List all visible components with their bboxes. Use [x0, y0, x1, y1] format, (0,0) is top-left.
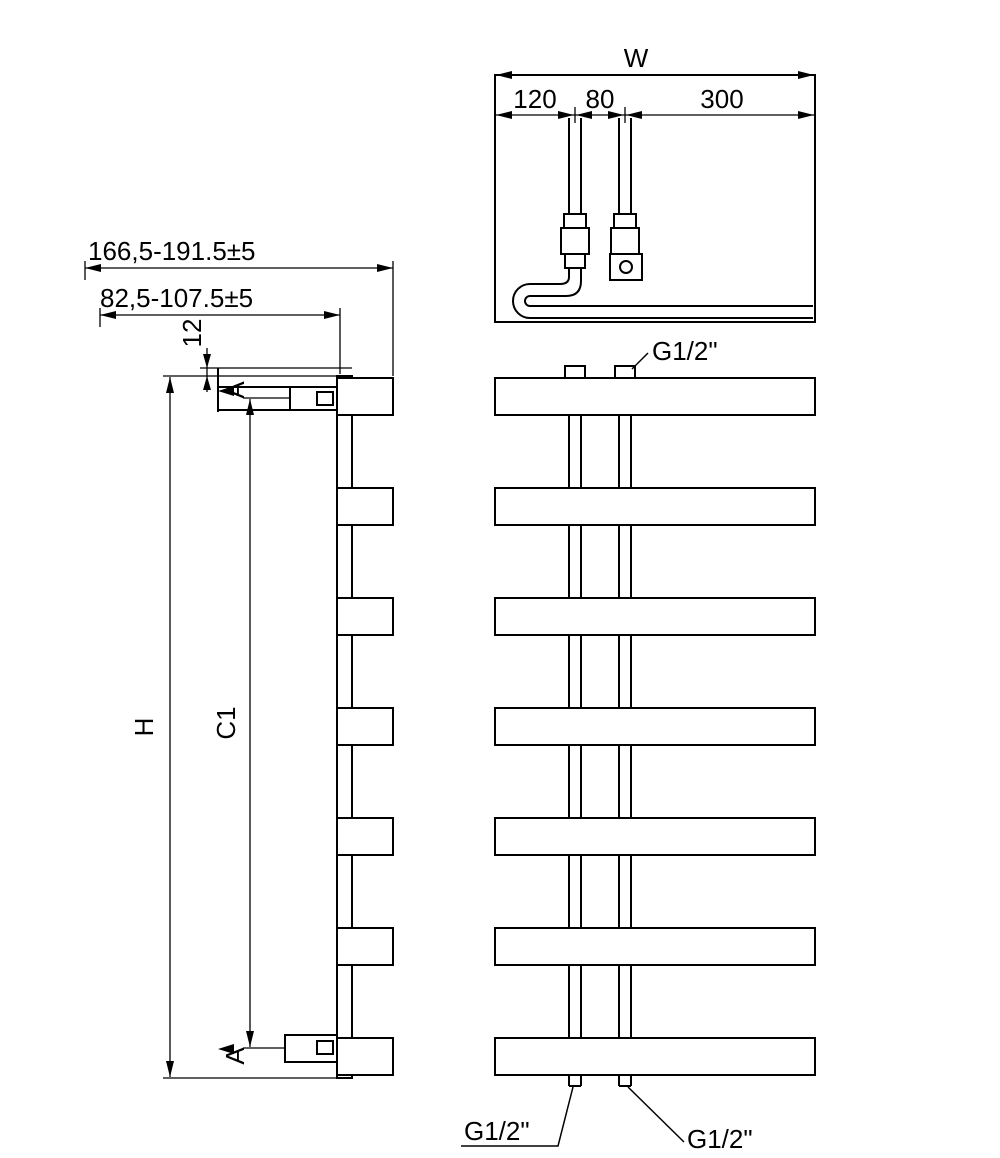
leader-line: [631, 352, 649, 370]
section-arrow: [218, 1044, 234, 1054]
connection-top-label: G1/2": [652, 336, 718, 366]
overall-width-label: W: [624, 43, 649, 73]
dimension-arrow: [166, 377, 174, 393]
pipe-nut: [563, 213, 587, 229]
width-segment-label: 300: [700, 84, 743, 114]
side-view: 166,5-191.5±5 82,5-107.5±5 12 H C1: [84, 236, 394, 1079]
dimension-arrow: [798, 111, 814, 119]
towel-bar-front: [494, 487, 816, 526]
towel-bar-front: [494, 817, 816, 856]
top-bracket-fixing: [316, 391, 334, 406]
towel-bar-side: [336, 597, 394, 636]
section-a-top-label: A: [220, 381, 250, 399]
leader-line: [461, 1086, 574, 1147]
dimension-arrow: [246, 399, 254, 415]
dimension-arrow: [166, 1061, 174, 1077]
connection-stub: [614, 365, 636, 379]
pipe-nut: [613, 213, 637, 229]
dimension-arrow: [496, 111, 512, 119]
flex-hose-inner: [524, 268, 813, 307]
connection-bottom-right-label: G1/2": [687, 1124, 753, 1154]
towel-bar-front: [494, 597, 816, 636]
dimension-arrow: [377, 264, 393, 272]
front-view: W 120 80 300: [461, 43, 816, 1154]
towel-bar-side: [336, 707, 394, 746]
dimension-arrow: [798, 71, 814, 79]
connection-stub: [564, 365, 586, 379]
dimension-arrow: [558, 111, 574, 119]
towel-bar-side: [336, 927, 394, 966]
towel-bar-side: [336, 487, 394, 526]
height-dimension-label: H: [129, 718, 159, 737]
towel-bar-side: [336, 377, 394, 416]
valve-body: [610, 227, 640, 255]
leader-line: [627, 1086, 685, 1143]
width-segment-label: 120: [513, 84, 556, 114]
towel-bar-front: [494, 1037, 816, 1076]
bottom-bracket-fixing: [316, 1040, 334, 1055]
dimension-arrow: [85, 264, 101, 272]
section-a-bottom-label: A: [220, 1047, 250, 1065]
valve-body: [560, 227, 590, 255]
dimension-arrow: [576, 111, 592, 119]
valve-lower-body: [564, 253, 586, 269]
connection-bottom-left-label: G1/2": [464, 1116, 530, 1146]
bottom-bracket-outline: [284, 1034, 338, 1063]
dimension-arrow: [324, 311, 340, 319]
centers-dimension-label: C1: [211, 706, 241, 739]
dimension-arrow: [100, 311, 116, 319]
dimension-arrow: [203, 354, 211, 368]
union-hole: [619, 260, 633, 274]
offset-12-label: 12: [177, 319, 207, 348]
dimension-arrow: [246, 1031, 254, 1047]
towel-bar-side: [336, 1037, 394, 1076]
towel-bar-front: [494, 707, 816, 746]
dimension-arrow: [203, 376, 211, 390]
bracket-range-lower-label: 82,5-107.5±5: [100, 283, 253, 313]
section-arrow: [218, 386, 234, 396]
towel-bar-front: [494, 377, 816, 416]
bracket-range-upper-label: 166,5-191.5±5: [88, 236, 256, 266]
towel-bar-side: [336, 817, 394, 856]
dimension-arrow: [496, 71, 512, 79]
dimension-arrow: [608, 111, 624, 119]
union-flange: [609, 253, 643, 281]
towel-bar-front: [494, 927, 816, 966]
connection-detail-box: [494, 74, 816, 323]
width-segment-label: 80: [586, 84, 615, 114]
dimension-arrow: [626, 111, 642, 119]
flex-hose-outer: [512, 268, 813, 319]
